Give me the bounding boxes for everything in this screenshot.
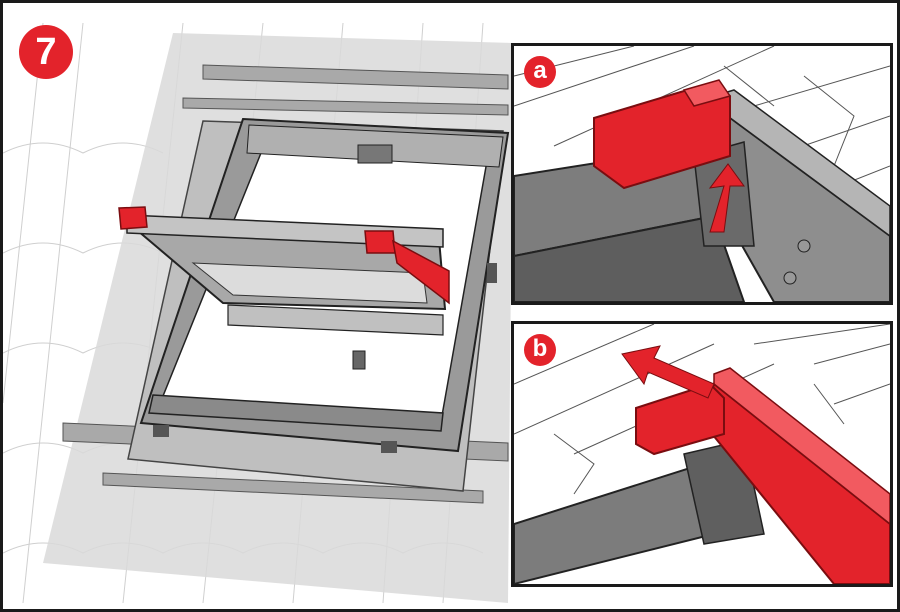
arrow-up-icon xyxy=(708,163,745,233)
red-top-covers xyxy=(118,206,450,305)
top-hinge xyxy=(357,144,393,164)
frame-corner-fittings xyxy=(153,263,497,453)
detail-a-red-cover-top xyxy=(682,79,732,107)
detail-inset-a: a xyxy=(511,43,893,305)
detail-a-sash-bottom xyxy=(514,214,746,302)
detail-a-screw-1 xyxy=(797,239,811,253)
roof-window-illustration xyxy=(3,22,513,604)
inset-a-label: a xyxy=(524,56,556,88)
step-number-badge: 7 xyxy=(19,25,73,79)
arrow-upleft-icon xyxy=(621,345,715,399)
bottom-rail xyxy=(148,394,444,432)
sash-glass xyxy=(191,262,428,304)
inset-b-label: b xyxy=(524,334,556,366)
detail-b-red-rail-top xyxy=(713,367,890,525)
detail-a-screw-2 xyxy=(783,271,797,285)
detail-a-illustration xyxy=(514,46,890,302)
detail-b-illustration xyxy=(514,324,890,584)
detail-inset-b: b xyxy=(511,321,893,587)
detail-b-red-cover xyxy=(635,382,725,456)
sash-bottom-rail xyxy=(227,304,444,336)
sash-handle xyxy=(352,350,366,370)
